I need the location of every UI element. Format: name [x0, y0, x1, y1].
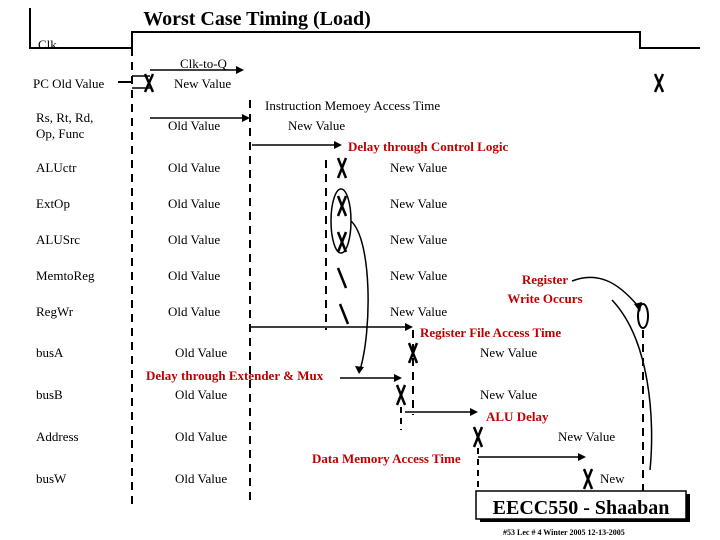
- busa-label: busA: [36, 345, 64, 360]
- pc-transition-b: [143, 73, 155, 93]
- extop-new-value: New Value: [390, 196, 447, 211]
- footer-course: EECC550 - Shaaban: [493, 497, 670, 519]
- imem-access-label: Instruction Memoey Access Time: [265, 98, 440, 113]
- alusrc-new-value: New Value: [390, 232, 447, 247]
- busw-label: busW: [36, 471, 67, 486]
- rs-label-line1: Rs, Rt, Rd,: [36, 110, 93, 125]
- rs-label-line2: Op, Func: [36, 126, 85, 141]
- extop-transition-b: [336, 195, 348, 217]
- busa-new-value: New Value: [480, 345, 537, 360]
- busb-new-value: New Value: [480, 387, 537, 402]
- register-write-arrowhead: [634, 302, 642, 312]
- regwr-transition: [338, 303, 350, 325]
- busw-to-regwrite-curve: [611, 299, 653, 471]
- memtoreg-label: MemtoReg: [36, 268, 95, 283]
- clk-to-q-label: Clk-to-Q: [180, 56, 228, 71]
- ext-mux-delay-label: Delay through Extender & Mux: [146, 368, 324, 383]
- alu-delay-arrowhead: [470, 408, 478, 416]
- dmem-access-label: Data Memory Access Time: [312, 451, 461, 466]
- register-write-marker: [637, 303, 649, 329]
- register-write-arrow: [571, 276, 639, 307]
- pc-new-value: New Value: [174, 76, 231, 91]
- ext-mux-delay-arrowhead: [394, 374, 402, 382]
- imem-access-arrowhead: [242, 114, 250, 122]
- address-label: Address: [36, 429, 79, 444]
- address-transition-b: [472, 426, 484, 448]
- footer-info: #53 Lec # 4 Winter 2005 12-13-2005: [503, 528, 625, 537]
- pc-next-transition-b: [653, 73, 665, 93]
- address-old-value: Old Value: [175, 429, 227, 444]
- slide-title: Worst Case Timing (Load): [143, 8, 371, 30]
- regfile-access-label: Register File Access Time: [420, 325, 561, 340]
- dmem-access-arrowhead: [578, 453, 586, 461]
- regfile-access-arrowhead: [405, 323, 413, 331]
- regwr-old-value: Old Value: [168, 304, 220, 319]
- aluctr-new-value: New Value: [390, 160, 447, 175]
- aluctr-transition-b: [336, 157, 348, 179]
- alu-delay-label: ALU Delay: [486, 409, 549, 424]
- control-delay-label: Delay through Control Logic: [348, 139, 508, 154]
- clock-waveform: [29, 8, 700, 49]
- memtoreg-transition-a: [336, 267, 348, 289]
- aluctr-old-value: Old Value: [168, 160, 220, 175]
- address-new-value: New Value: [558, 429, 615, 444]
- busb-label: busB: [36, 387, 63, 402]
- rs-old-value: Old Value: [168, 118, 220, 133]
- rs-new-value: New Value: [288, 118, 345, 133]
- busw-transition-b: [582, 468, 594, 490]
- register-write-label-line1: Register: [522, 272, 568, 287]
- alusrc-old-value: Old Value: [168, 232, 220, 247]
- busa-transition-b: [407, 342, 419, 364]
- busb-transition-b: [395, 384, 407, 406]
- ext-mux-curve-arrowhead: [355, 366, 364, 374]
- ext-mux-curve: [350, 220, 369, 371]
- register-write-label-line2: Write Occurs: [507, 291, 582, 306]
- alusrc-label: ALUSrc: [36, 232, 80, 247]
- memtoreg-new-value: New Value: [390, 268, 447, 283]
- clk-to-q-arrowhead: [236, 66, 244, 74]
- pc-label: PC Old Value: [33, 76, 105, 91]
- alusrc-transition-b: [336, 231, 348, 253]
- aluctr-label: ALUctr: [36, 160, 77, 175]
- busw-old-value: Old Value: [175, 471, 227, 486]
- busb-old-value: Old Value: [175, 387, 227, 402]
- regwr-label: RegWr: [36, 304, 74, 319]
- busw-new-value: New: [600, 471, 625, 486]
- control-delay-arrowhead: [334, 141, 342, 149]
- extop-label: ExtOp: [36, 196, 70, 211]
- clk-label: Clk: [38, 37, 57, 52]
- regwr-new-value: New Value: [390, 304, 447, 319]
- memtoreg-old-value: Old Value: [168, 268, 220, 283]
- busa-old-value: Old Value: [175, 345, 227, 360]
- footer-box: [475, 490, 687, 520]
- extop-old-value: Old Value: [168, 196, 220, 211]
